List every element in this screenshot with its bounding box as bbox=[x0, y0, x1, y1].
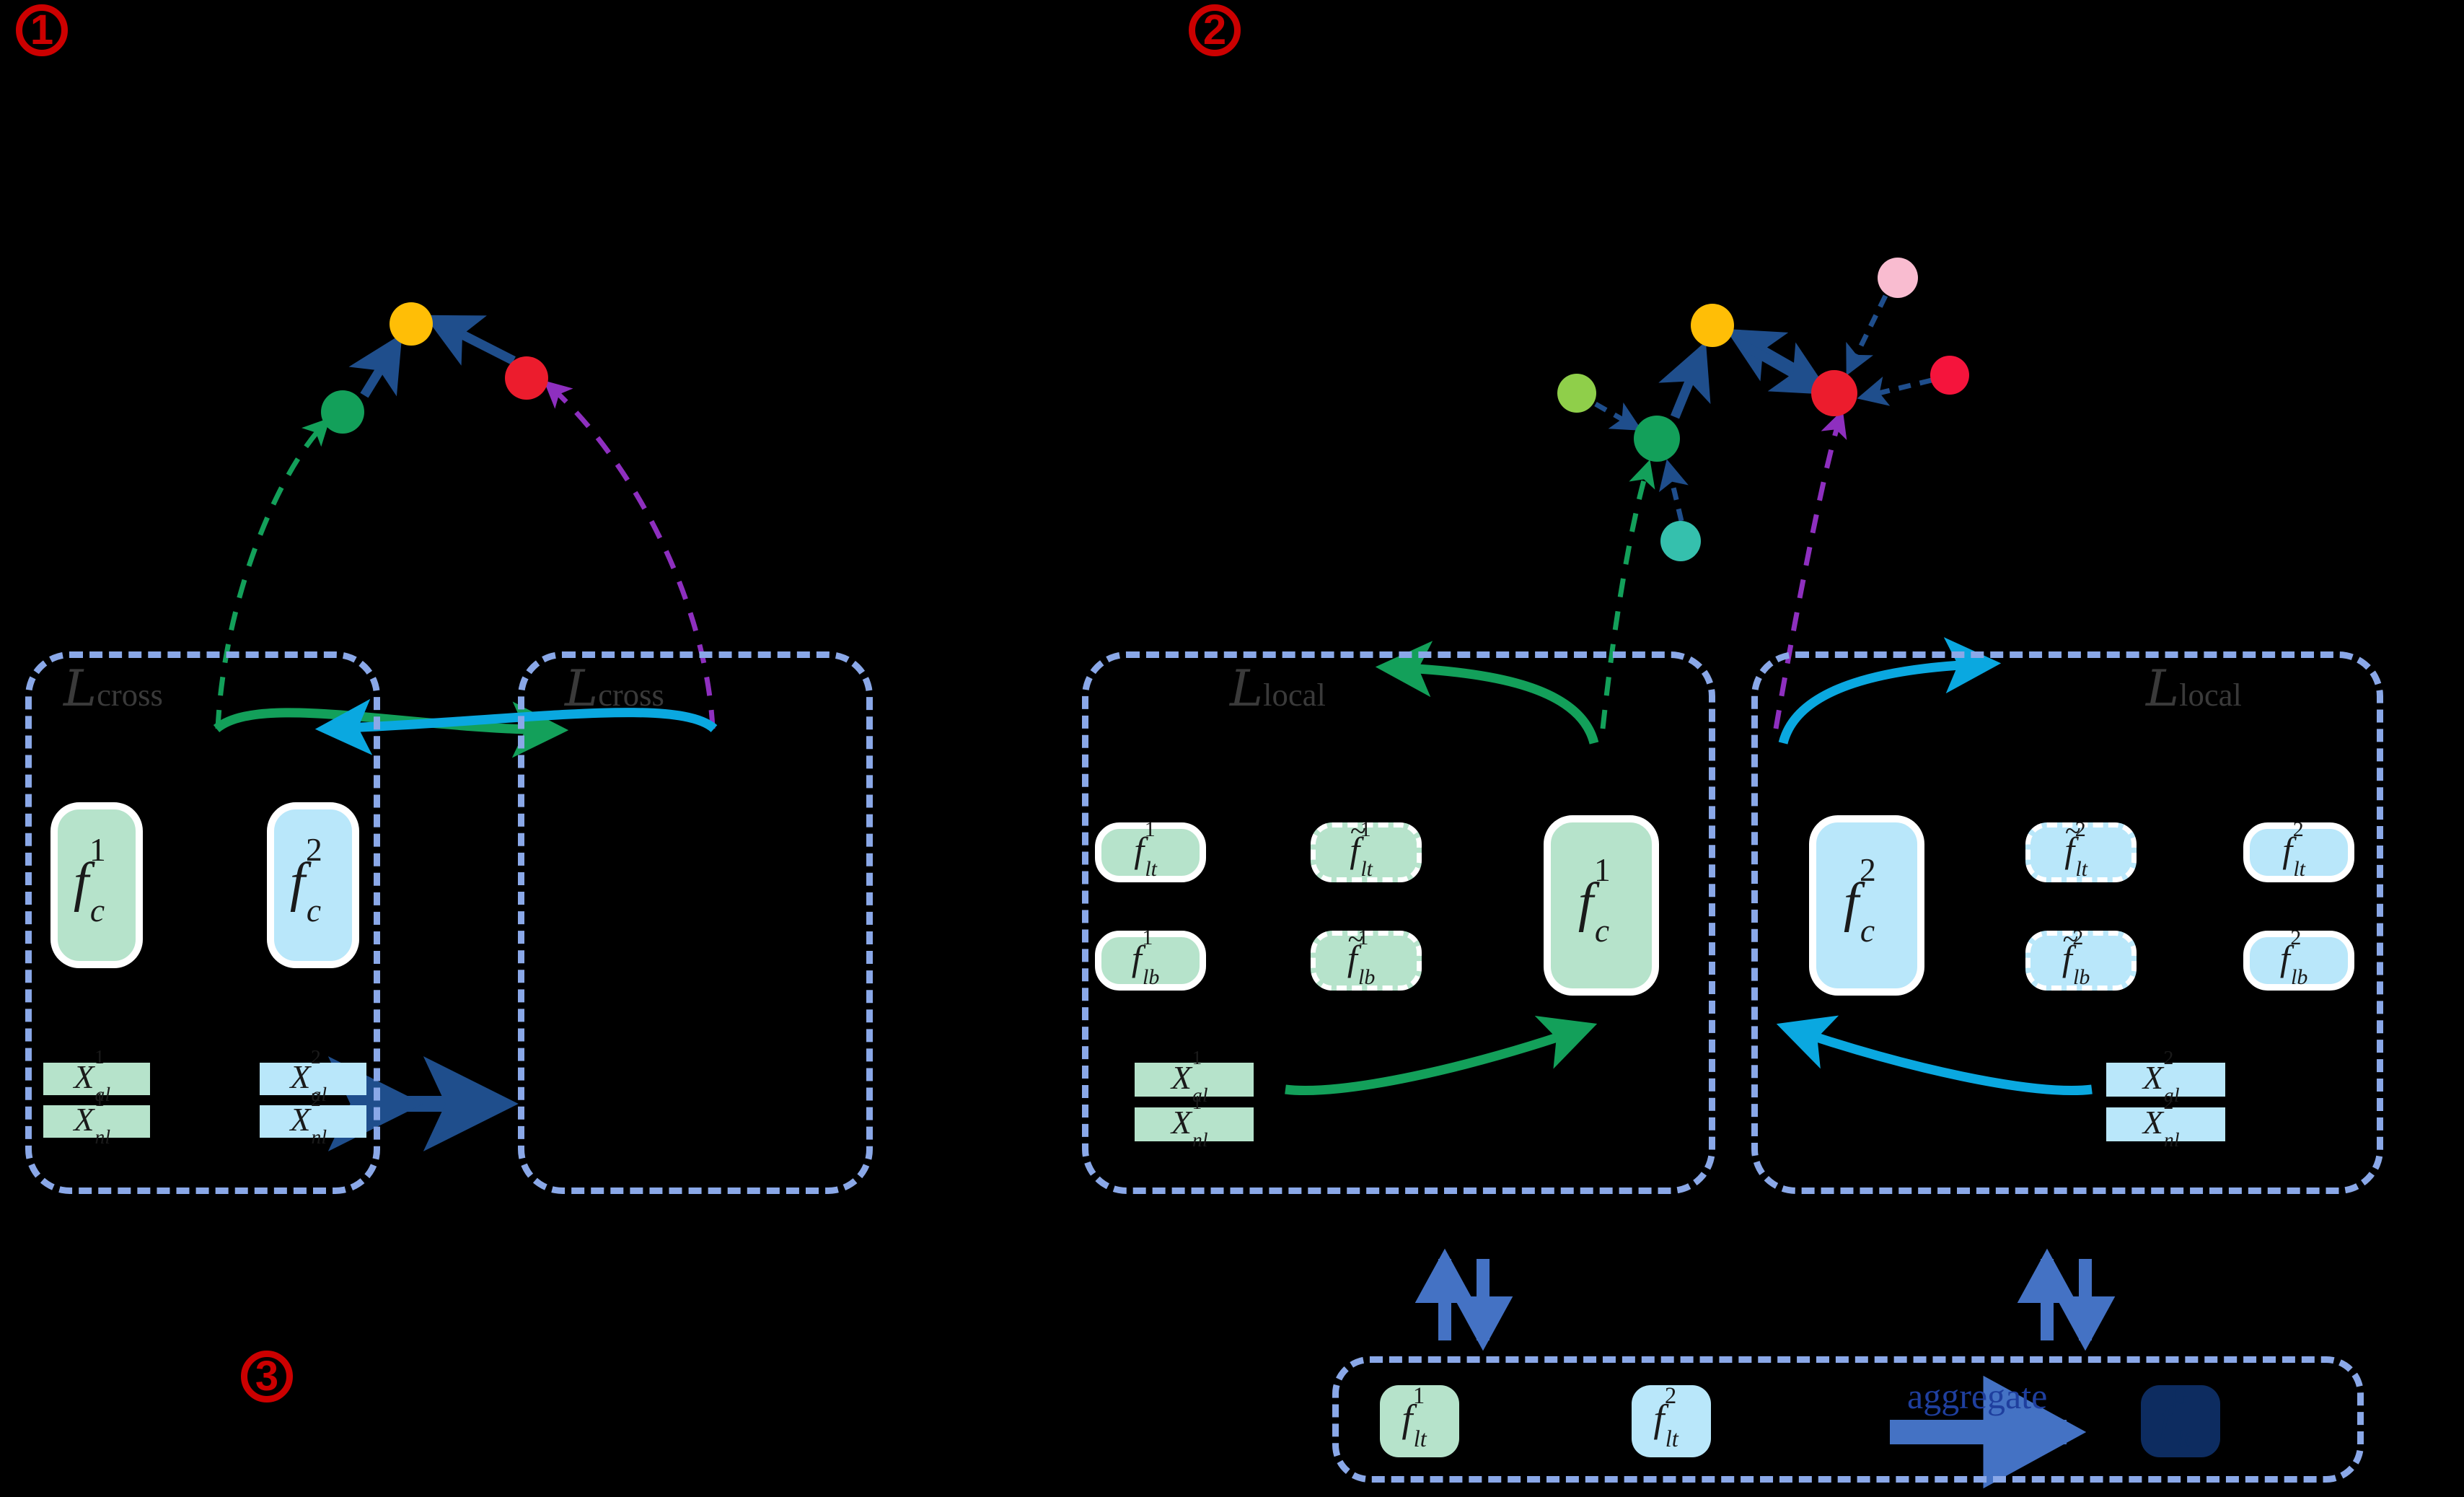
panel2-client2-box-flt-tilde-label: ~f2lt bbox=[2064, 815, 2087, 882]
panel3-box-flt-client1-label: f1lt bbox=[1402, 1383, 1427, 1452]
step-marker-3: 3 bbox=[241, 1351, 293, 1402]
loss-subscript: cross bbox=[598, 677, 664, 713]
step-marker-2-label: 2 bbox=[1202, 6, 1227, 53]
panel1-client1-data-row-nl[interactable]: X1nl bbox=[43, 1088, 150, 1148]
panel2-client2-box-flt-label: f2lt bbox=[2282, 817, 2305, 882]
loss-symbol: L bbox=[1230, 660, 1264, 718]
panel2-client2-data-row-al[interactable]: X2al bbox=[2106, 1046, 2225, 1106]
panel1-client2-data-row-al[interactable]: X2al bbox=[260, 1045, 366, 1105]
panel2-client2-encoder-label: f2c bbox=[1843, 851, 1876, 949]
panel2-client1-box-flb-tilde-label: ~f1lb bbox=[1347, 923, 1376, 990]
panel3-box-flt-global-label: fGlt bbox=[2160, 1383, 2191, 1452]
panel1-client1-container bbox=[25, 651, 380, 1194]
panel3-box-flt-client1[interactable]: f1lt bbox=[1380, 1383, 1459, 1457]
panel1-client2-loss-label: Lcross bbox=[565, 660, 664, 718]
step-marker-1-label: 1 bbox=[30, 6, 54, 53]
panel2-client2-box-flb-tilde[interactable]: ~f2lb bbox=[2025, 923, 2137, 991]
panel3-exchange-arrows bbox=[1414, 1248, 2116, 1489]
loss-subscript: local bbox=[2179, 677, 2242, 713]
panel2-client1-box-flt-tilde-label: ~f1lt bbox=[1350, 815, 1373, 882]
panel2-client1-loss-label: Llocal bbox=[1230, 660, 1326, 718]
panel2-local-arrows bbox=[1285, 637, 2093, 1096]
panel2-pink-dot bbox=[1878, 258, 1918, 298]
panel2-client2-box-flb[interactable]: f2lb bbox=[2243, 925, 2354, 991]
panel2-client2-data-row-nl[interactable]: X2nl bbox=[2106, 1091, 2225, 1151]
panel2-client2-box-flb-label: f2lb bbox=[2279, 925, 2308, 990]
panel1-client2-data-row-nl-label: X2nl bbox=[290, 1088, 327, 1148]
loss-symbol: L bbox=[2146, 660, 2180, 718]
panel2-client1-box-flt-label: f1lt bbox=[1134, 817, 1157, 882]
panel2-client1-box-flt[interactable]: f1lt bbox=[1095, 817, 1206, 882]
panel2-client1-box-flb-tilde[interactable]: ~f1lb bbox=[1311, 923, 1422, 991]
panel2-client2-box-flb-tilde-label: ~f2lb bbox=[2062, 923, 2090, 990]
panel3-aggregate-label: aggregate bbox=[1907, 1376, 2048, 1416]
panel2-teal-dot bbox=[1660, 521, 1701, 561]
panel1-client1-data-row-nl-label: X1nl bbox=[74, 1088, 110, 1148]
panel2-client1-data-row-al[interactable]: X1al bbox=[1135, 1046, 1254, 1106]
panel1-client2-container bbox=[518, 651, 873, 1194]
loss-subscript: local bbox=[1263, 677, 1326, 713]
panel1-red-dot bbox=[505, 356, 548, 400]
panel2-crimson-dot bbox=[1930, 356, 1969, 395]
panel1-client1-encoder-label: f1c bbox=[73, 830, 106, 929]
panel2-client1-encoder-label: f1c bbox=[1578, 851, 1611, 949]
panel3-box-flt-client2-label: f2lt bbox=[1653, 1383, 1678, 1452]
panel2-client2-box-flt[interactable]: f2lt bbox=[2243, 817, 2354, 882]
panel3-box-flt-client2[interactable]: f2lt bbox=[1632, 1383, 1711, 1457]
panel3-box-flt-global[interactable]: fGlt bbox=[2141, 1383, 2220, 1457]
panel2-client1-box-flb[interactable]: f1lb bbox=[1095, 925, 1206, 991]
panel3-aggregate-container bbox=[1332, 1356, 2364, 1483]
panel2-client2-data-row-al-label: X2al bbox=[2142, 1046, 2180, 1106]
panel2-client2-container bbox=[1751, 651, 2383, 1194]
panel2-client2-data-row-nl-label: X2nl bbox=[2142, 1091, 2180, 1151]
step-marker-2: 2 bbox=[1189, 4, 1241, 56]
panel2-yellow-dot bbox=[1691, 304, 1734, 347]
panel1-client2-data-row-nl[interactable]: X2nl bbox=[260, 1088, 366, 1148]
panel2-client1-box-flt-tilde[interactable]: ~f1lt bbox=[1311, 815, 1422, 882]
panel2-client1-data-row-al-label: X1al bbox=[1171, 1046, 1208, 1106]
loss-symbol: L bbox=[63, 660, 97, 718]
panel2-red-dot bbox=[1811, 370, 1857, 416]
panel1-client1-encoder[interactable]: f1c bbox=[50, 802, 143, 968]
panel1-client1-data-row-al-label: X1al bbox=[74, 1045, 110, 1105]
panel1-client2-encoder-label: f2c bbox=[289, 830, 322, 929]
panel2-client1-data-row-nl[interactable]: X1nl bbox=[1135, 1091, 1254, 1151]
panel2-green-dot bbox=[1634, 416, 1680, 462]
panel1-yellow-dot bbox=[390, 302, 433, 346]
panel1-scatter-arrows bbox=[215, 315, 716, 729]
panel1-green-dot bbox=[321, 390, 364, 434]
panel2-client1-encoder[interactable]: f1c bbox=[1544, 815, 1659, 996]
panel1-client2-encoder[interactable]: f2c bbox=[267, 802, 359, 968]
panel1-client2-data-row-al-label: X2al bbox=[290, 1045, 327, 1105]
panel1-client1-data-row-al[interactable]: X1al bbox=[43, 1045, 150, 1105]
panel2-client1-container bbox=[1082, 651, 1715, 1194]
panel2-client2-encoder[interactable]: f2c bbox=[1809, 815, 1924, 996]
panel2-client2-box-flt-tilde[interactable]: ~f2lt bbox=[2025, 815, 2137, 882]
panel2-client1-data-row-nl-label: X1nl bbox=[1171, 1091, 1208, 1151]
panel2-lightgreen-dot bbox=[1557, 374, 1596, 413]
panel1-client1-loss-label: Lcross bbox=[63, 660, 163, 718]
panel2-client1-box-flb-label: f1lb bbox=[1131, 925, 1160, 990]
step-marker-3-label: 3 bbox=[255, 1353, 279, 1400]
loss-symbol: L bbox=[565, 660, 599, 718]
panel2-client2-loss-label: Llocal bbox=[2146, 660, 2242, 718]
panel1-cross-arrows bbox=[213, 698, 718, 758]
loss-subscript: cross bbox=[97, 677, 163, 713]
step-marker-1: 1 bbox=[16, 4, 68, 56]
